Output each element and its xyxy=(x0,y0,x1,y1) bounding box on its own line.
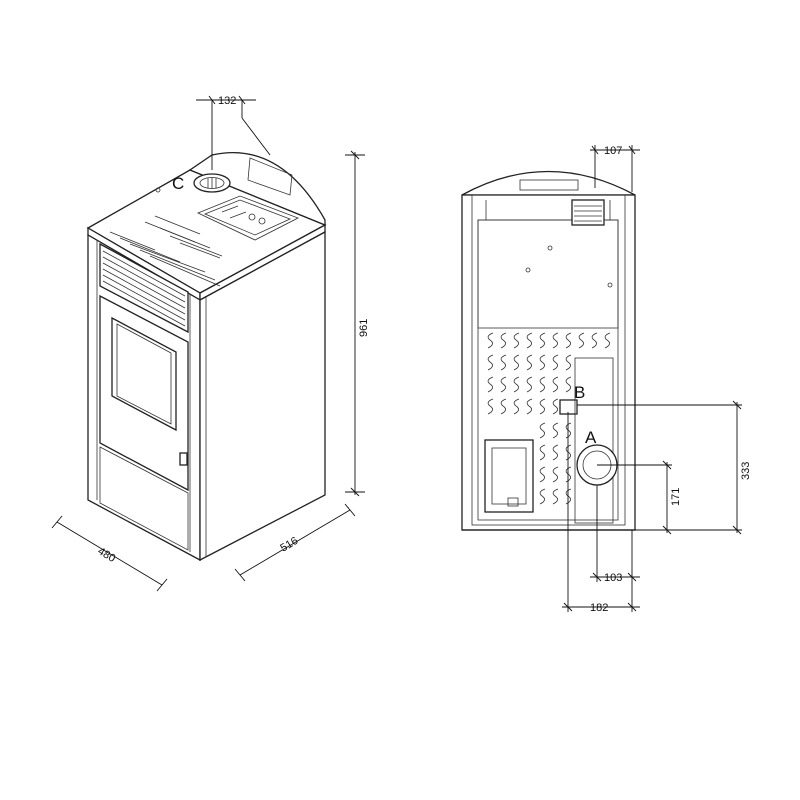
swirl-mark xyxy=(552,376,559,393)
swirl-mark xyxy=(539,376,546,393)
swirl-mark xyxy=(487,398,494,415)
swirl-mark xyxy=(526,354,533,371)
swirl-mark xyxy=(552,398,559,415)
swirl-mark xyxy=(591,332,598,349)
height-value: 961 xyxy=(358,319,370,337)
swirl-mark xyxy=(513,354,520,371)
outlet-b-label: B xyxy=(574,383,585,402)
stove-side-face xyxy=(199,230,326,562)
outlet-b-height-dimension: 333 xyxy=(577,400,752,535)
flue-offset-value: 132 xyxy=(218,95,236,107)
swirl-mark xyxy=(552,354,559,371)
outlet-a-side-dimension: 103 xyxy=(590,485,640,612)
outlet-a-height-value: 171 xyxy=(670,488,682,506)
swirl-mark xyxy=(539,444,546,461)
width-value: 480 xyxy=(95,545,117,565)
flue-label: C xyxy=(172,174,184,193)
door-handle xyxy=(179,452,188,466)
swirl-mark xyxy=(552,332,559,349)
outlet-b-side-value: 182 xyxy=(590,602,608,614)
swirl-mark xyxy=(552,466,559,483)
swirl-mark xyxy=(487,332,494,349)
swirl-mark xyxy=(552,444,559,461)
swirl-mark xyxy=(500,376,507,393)
swirl-mark xyxy=(552,422,559,439)
swirl-mark xyxy=(513,376,520,393)
swirl-mark xyxy=(500,354,507,371)
swirl-mark xyxy=(539,354,546,371)
swirl-mark xyxy=(539,422,546,439)
rear-top-dimension: 107 xyxy=(590,145,640,192)
swirl-mark xyxy=(565,376,572,393)
outlet-b-socket xyxy=(559,399,578,415)
outlet-a-height-dimension: 171 xyxy=(597,460,682,535)
swirl-mark xyxy=(604,332,611,349)
swirl-mark xyxy=(526,398,533,415)
rear-view-dome xyxy=(461,170,636,196)
height-dimension: 961 xyxy=(345,150,370,497)
outlet-b-height-value: 333 xyxy=(740,462,752,480)
lower-panel xyxy=(99,446,189,551)
top-vent-slots xyxy=(109,215,223,287)
swirl-mark xyxy=(539,488,546,505)
swirl-mark xyxy=(565,354,572,371)
swirl-mark xyxy=(500,332,507,349)
outlet-a-side-value: 103 xyxy=(604,572,622,584)
rear-top-value: 107 xyxy=(604,145,622,157)
outlet-a-label: A xyxy=(585,428,597,447)
swirl-mark xyxy=(539,398,546,415)
heat-exchanger-pattern xyxy=(487,332,611,505)
swirl-mark xyxy=(513,332,520,349)
swirl-mark xyxy=(487,354,494,371)
swirl-mark xyxy=(552,488,559,505)
stove-perspective-view xyxy=(86,151,327,562)
swirl-mark xyxy=(487,376,494,393)
rear-dome xyxy=(188,151,326,226)
control-panel xyxy=(197,195,299,241)
swirl-mark xyxy=(539,332,546,349)
flue-offset-dimension: 132 xyxy=(196,95,271,170)
swirl-mark xyxy=(539,466,546,483)
electrical-box xyxy=(484,439,534,513)
swirl-mark xyxy=(513,398,520,415)
swirl-mark xyxy=(526,332,533,349)
swirl-mark xyxy=(565,332,572,349)
stove-rear-view xyxy=(461,170,636,531)
swirl-mark xyxy=(526,376,533,393)
depth-value: 516 xyxy=(278,535,300,555)
outlet-b-side-dimension: 182 xyxy=(562,412,640,614)
swirl-mark xyxy=(500,398,507,415)
swirl-mark xyxy=(578,332,585,349)
